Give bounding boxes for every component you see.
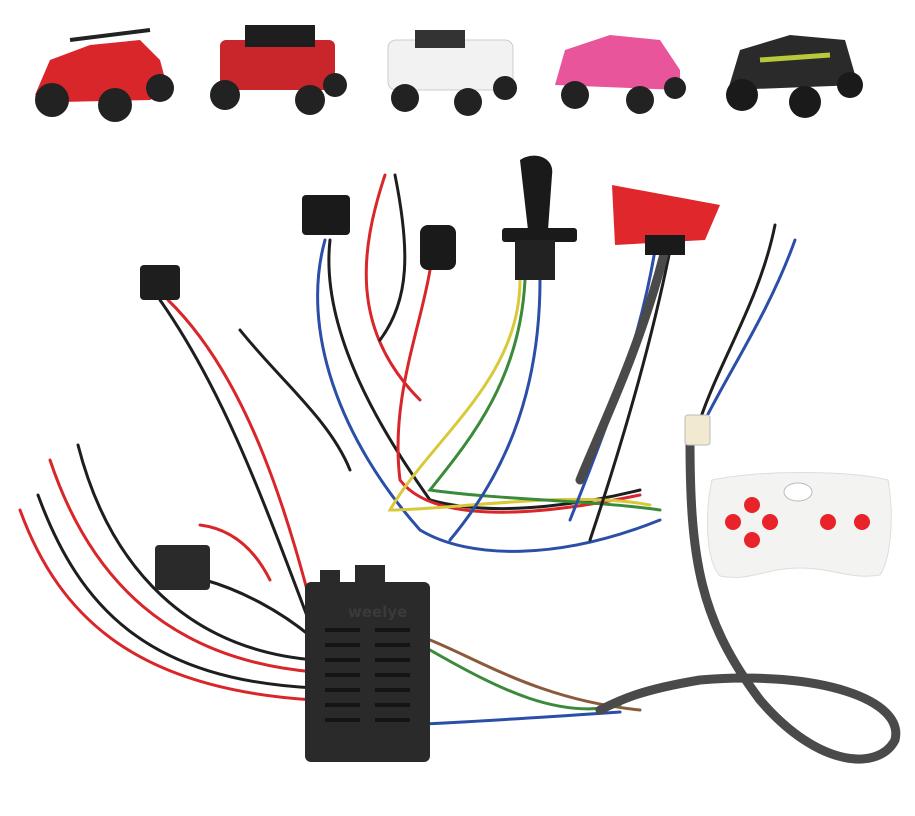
push-button-switch: [420, 225, 456, 270]
rocker-switch: [302, 195, 350, 235]
foot-pedal-switch: [612, 185, 720, 255]
power-switch: [140, 265, 180, 300]
controller-box: weelye: [305, 565, 430, 762]
vehicle-red-jeep: [210, 25, 347, 115]
vehicle-red-utv: [35, 28, 174, 122]
vehicle-white-pickup: [387, 30, 517, 116]
wire-sheath: [575, 245, 901, 764]
gear-shifter: [502, 155, 577, 280]
inline-connector: [684, 414, 711, 446]
remote-control: [707, 472, 892, 578]
controller-logo: weelye: [348, 603, 407, 621]
vehicle-pink-suv: [555, 35, 686, 114]
motor-connector: [155, 545, 210, 590]
vehicle-black-utv: [726, 35, 863, 118]
